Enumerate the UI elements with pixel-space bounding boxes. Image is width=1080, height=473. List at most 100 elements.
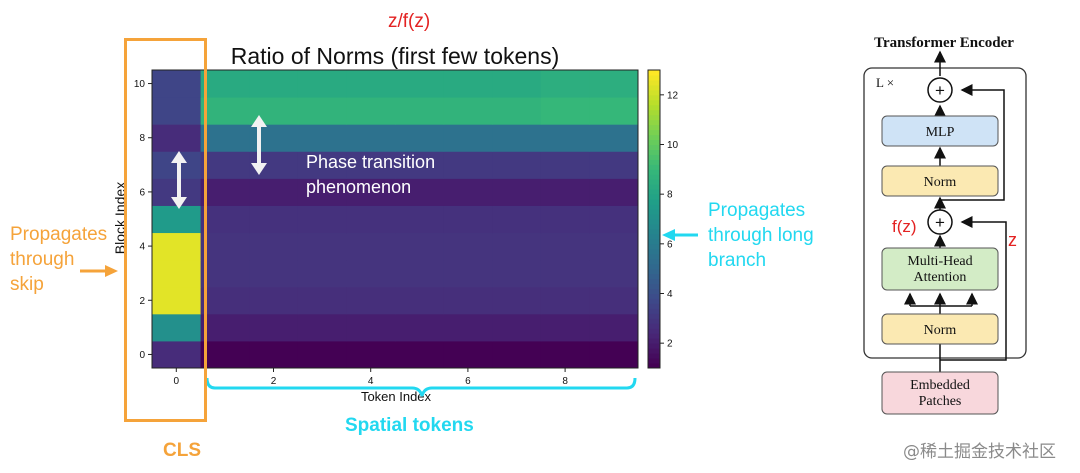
- heatmap-cell: [249, 259, 299, 288]
- encoder-title: Transformer Encoder: [874, 35, 1014, 51]
- heatmap-cell: [297, 124, 347, 152]
- colorbar-segment: [648, 219, 660, 225]
- heatmap-cell: [346, 205, 396, 234]
- heatmap-cell: [200, 340, 250, 369]
- skip-annotation: Propagates through skip: [10, 222, 107, 297]
- heatmap-cell: [492, 232, 542, 261]
- colorbar-segment: [648, 194, 660, 200]
- colorbar-segment: [648, 99, 660, 106]
- colorbar-segment: [648, 139, 660, 145]
- colorbar-segment: [648, 268, 660, 275]
- long-line-1: Propagates: [708, 200, 806, 221]
- heatmap-cell: [443, 205, 493, 234]
- x-axis-label: Token Index: [361, 389, 432, 404]
- x-tick-label: 8: [562, 376, 568, 387]
- heatmap-cell: [249, 178, 299, 206]
- heatmap-cell: [589, 340, 639, 369]
- heatmap-cell: [249, 286, 299, 315]
- heatmap-cell: [152, 232, 202, 261]
- heatmap-cell: [346, 340, 396, 369]
- colorbar-segment: [648, 293, 660, 299]
- watermark: @稀土掘金技术社区: [903, 442, 1056, 462]
- colorbar-segment: [648, 358, 660, 364]
- heatmap-cell: [297, 232, 347, 261]
- colorbar-segment: [648, 283, 660, 290]
- heatmap-cell: [443, 124, 493, 152]
- heatmap-cell: [443, 232, 493, 261]
- mlp-label: MLP: [926, 125, 955, 140]
- colorbar: [647, 69, 661, 369]
- heatmap-cell: [395, 151, 445, 179]
- heatmap-cell: [152, 286, 202, 315]
- heatmap-cell: [200, 205, 250, 234]
- colorbar-tick-label: 6: [667, 239, 673, 250]
- heatmap-cell: [540, 124, 590, 152]
- heatmap-cell: [346, 151, 396, 179]
- heatmap-cell: [540, 178, 590, 206]
- colorbar-segment: [648, 209, 660, 215]
- heatmap-cell: [540, 286, 590, 315]
- long-branch-arrow-icon: [662, 229, 698, 241]
- heatmap-cell: [152, 340, 202, 369]
- spatial-tokens-brace: [205, 377, 637, 397]
- colorbar-segment: [648, 338, 660, 344]
- heatmap-cell: [200, 124, 250, 152]
- embedded-label-2: Patches: [919, 394, 962, 409]
- heatmap-cell: [540, 70, 590, 98]
- heatmap-cell: [297, 97, 347, 125]
- heatmap-cell: [346, 259, 396, 288]
- zfz-label: z/f(z): [388, 11, 431, 32]
- colorbar-segment: [648, 104, 660, 111]
- heatmap-cell: [200, 178, 250, 206]
- colorbar-segment: [648, 248, 660, 255]
- colorbar-segment: [648, 238, 660, 245]
- heatmap-cell: [589, 97, 639, 125]
- heatmap-cell: [589, 259, 639, 288]
- heatmap-cell: [492, 205, 542, 234]
- heatmap-cell: [443, 340, 493, 369]
- heatmap-cell: [395, 259, 445, 288]
- colorbar-tick-label: 2: [667, 339, 673, 350]
- heatmap-cell: [443, 259, 493, 288]
- double-arrow-icon-spatial: [251, 115, 267, 175]
- embedded-label-1: Embedded: [910, 378, 970, 393]
- heatmap-cell: [395, 313, 445, 342]
- heatmap-cell: [395, 70, 445, 98]
- colorbar-segment: [648, 318, 660, 324]
- colorbar-segment: [648, 298, 660, 304]
- heatmap-cell: [589, 124, 639, 152]
- heatmap-cell: [395, 232, 445, 261]
- colorbar-segment: [648, 169, 660, 175]
- y-tick-label: 8: [139, 133, 145, 144]
- add-node-top: [927, 77, 953, 103]
- colorbar-segment: [648, 74, 660, 81]
- mlp-block: [881, 115, 999, 147]
- colorbar-frame: [647, 69, 661, 369]
- heatmap-cell: [492, 70, 542, 98]
- heatmap-cell: [395, 124, 445, 152]
- colorbar-segment: [648, 164, 660, 170]
- heatmap-cell: [152, 97, 202, 125]
- heatmap-cell: [152, 313, 202, 342]
- heatmap-cell: [249, 70, 299, 98]
- heatmap-cell: [249, 313, 299, 342]
- embedded-patches-block: [881, 371, 999, 415]
- heatmap-cell: [540, 97, 590, 125]
- colorbar-segment: [648, 184, 660, 190]
- heatmap-cell: [443, 97, 493, 125]
- long-branch-annotation: Propagates through long branch: [708, 198, 814, 273]
- colorbar-tick-label: 10: [667, 140, 679, 151]
- heatmap-cell: [346, 232, 396, 261]
- heatmap-cell: [589, 313, 639, 342]
- heatmap-cell: [249, 205, 299, 234]
- x-tick-label: 2: [271, 376, 277, 387]
- norm-block-bottom: [881, 313, 999, 345]
- colorbar-segment: [648, 263, 660, 270]
- heatmap-cell: [297, 259, 347, 288]
- colorbar-segment: [648, 94, 660, 101]
- heatmap-cell: [540, 232, 590, 261]
- transformer-encoder-diagram: Transformer Encoder L × + + MLP Norm Mul…: [863, 35, 1027, 415]
